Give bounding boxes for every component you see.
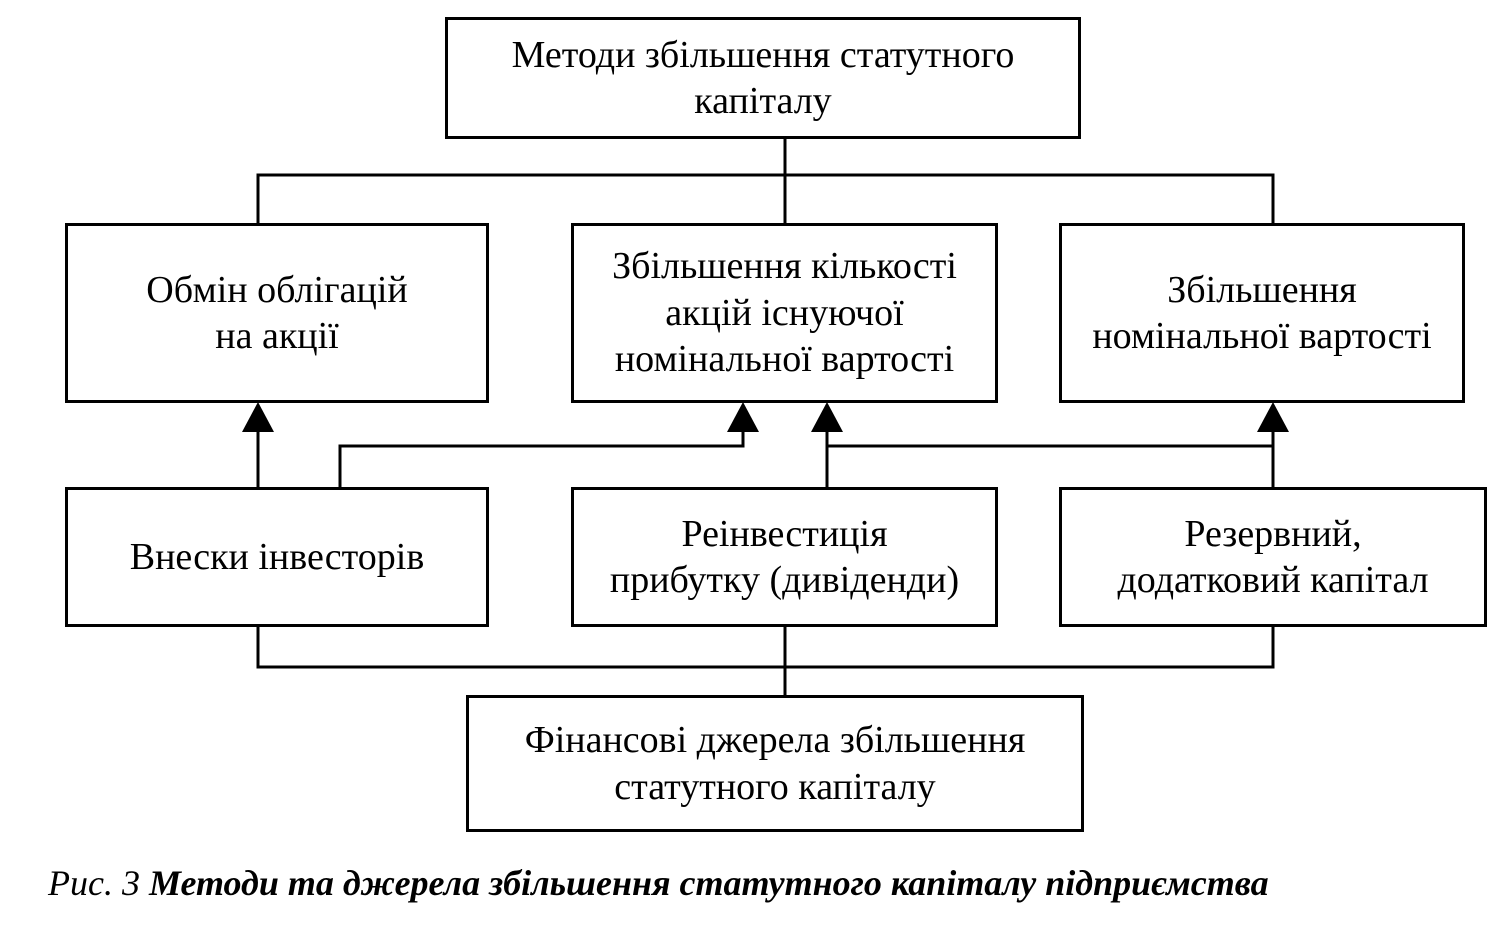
arrow-head-exchange bbox=[242, 402, 274, 432]
bottom-box-line-1: Фінансові джерела збільшення bbox=[524, 719, 1026, 762]
arrow-head-quantity-right bbox=[811, 402, 843, 432]
method-nominal-line-2: номінальної вартості bbox=[1092, 315, 1432, 357]
top-branch-line bbox=[256, 173, 1275, 225]
caption-prefix: Рис. 3 bbox=[48, 863, 149, 903]
source-reserve-line-2: додатковий капітал bbox=[1117, 559, 1429, 601]
top-box-methods: Методи збільшення статутного капіталу bbox=[445, 17, 1081, 139]
arrow-head-nominal bbox=[1257, 402, 1289, 432]
investors-to-quantity-line bbox=[338, 420, 745, 488]
top-box-line-1: Методи збільшення статутного bbox=[511, 33, 1015, 76]
method-quantity-line-1: Збільшення кількості bbox=[612, 245, 957, 288]
figure-caption: Рис. 3 Методи та джерела збільшення стат… bbox=[48, 862, 1269, 904]
source-box-investors: Внески інвесторів bbox=[65, 487, 489, 627]
method-nominal-line-1: Збільшення bbox=[1167, 268, 1357, 311]
source-reinvestment-line-2: прибутку (дивіденди) bbox=[609, 559, 960, 601]
source-reinvestment-line-1: Реінвестиція bbox=[681, 512, 888, 555]
source-investors-line-1: Внески інвесторів bbox=[129, 535, 425, 578]
method-quantity-line-2: акцій існуючої bbox=[665, 291, 904, 334]
bottom-branch-line bbox=[256, 625, 1275, 669]
arrow-head-quantity-left bbox=[727, 402, 759, 432]
bottom-box-line-2: статутного капіталу bbox=[614, 765, 936, 808]
method-box-nominal: Збільшення номінальної вартості bbox=[1059, 223, 1465, 403]
bottom-box-sources: Фінансові джерела збільшення статутного … bbox=[466, 695, 1084, 832]
source-box-reinvestment: Реінвестиція прибутку (дивіденди) bbox=[571, 487, 998, 627]
top-box-line-2: капіталу bbox=[694, 80, 832, 122]
caption-text: Методи та джерела збільшення статутного … bbox=[148, 863, 1269, 903]
method-exchange-line-1: Обмін облігацій bbox=[146, 268, 408, 311]
source-reserve-line-1: Резервний, bbox=[1184, 512, 1362, 555]
method-exchange-line-2: на акції bbox=[215, 315, 339, 357]
method-quantity-line-3: номінальної вартості bbox=[614, 338, 955, 381]
source-box-reserve: Резервний, додатковий капітал bbox=[1059, 487, 1487, 627]
method-box-quantity: Збільшення кількості акцій існуючої номі… bbox=[571, 223, 998, 403]
method-box-exchange: Обмін облігацій на акції bbox=[65, 223, 489, 403]
